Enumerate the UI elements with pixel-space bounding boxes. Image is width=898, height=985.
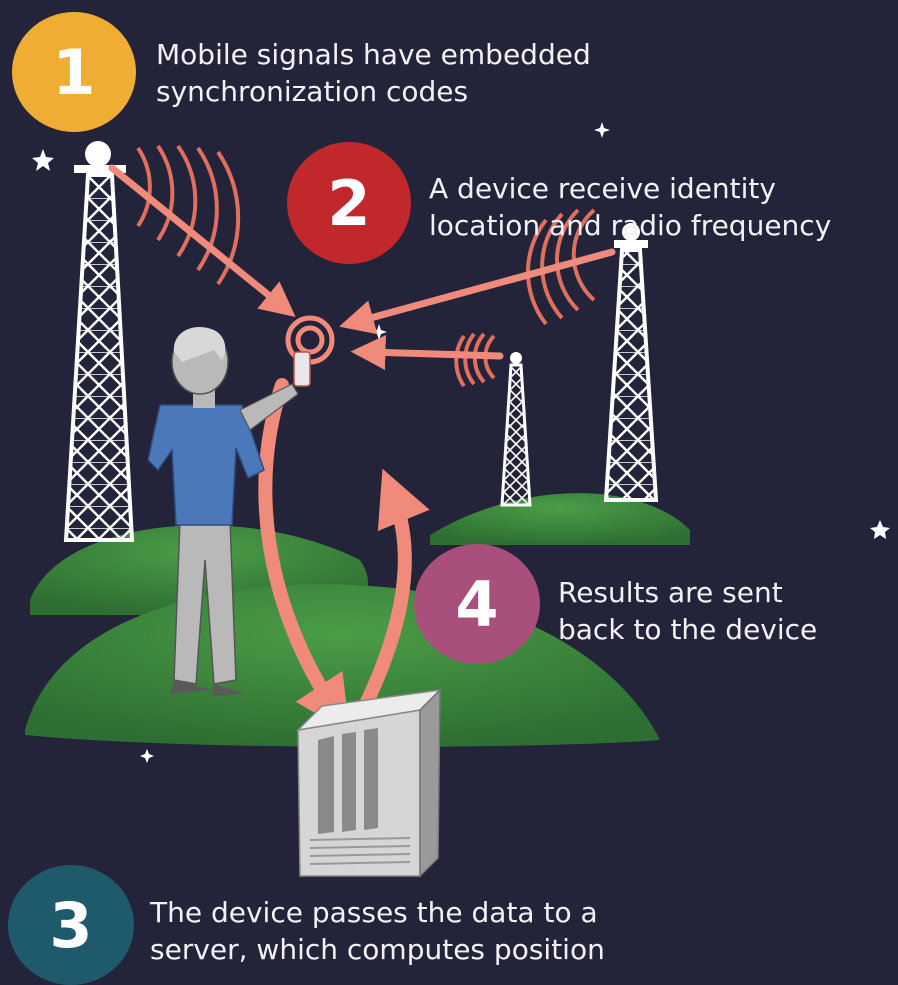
step-3-caption: The device passes the data to a server, …	[150, 894, 605, 968]
tower-right	[603, 223, 659, 502]
step-3-badge: 3	[8, 865, 134, 985]
hill-right	[430, 493, 690, 545]
data-flow-arrows	[258, 378, 430, 735]
step-4-caption: Results are sent back to the device	[558, 574, 817, 648]
step-4-line-1: Results are sent	[558, 576, 783, 609]
signal-waves	[136, 144, 596, 388]
sparkle-icon	[371, 324, 387, 340]
step-1-caption: Mobile signals have embedded synchroniza…	[156, 36, 591, 110]
sparkle-icon	[140, 749, 154, 763]
step-2-line-1: A device receive identity	[429, 172, 776, 205]
phone-icon	[293, 351, 311, 387]
step-4-line-2: back to the device	[558, 613, 818, 646]
step-3-line-2: server, which computes position	[150, 933, 605, 966]
tower-left	[63, 141, 135, 542]
step-4-badge: 4	[414, 544, 540, 664]
step-1-line-2: synchronization codes	[156, 75, 469, 108]
person	[147, 326, 311, 696]
star-icon	[32, 149, 54, 171]
signal-arrows	[108, 164, 616, 371]
step-2-line-2: location and radio frequency	[429, 209, 832, 242]
step-3-line-1: The device passes the data to a	[150, 896, 598, 929]
step-2-badge: 2	[287, 142, 411, 264]
tower-small	[500, 352, 532, 507]
step-1-badge: 1	[12, 12, 136, 132]
star-icon	[870, 520, 890, 539]
step-1-line-1: Mobile signals have embedded	[156, 38, 591, 71]
star-icons	[32, 122, 890, 763]
step-2-caption: A device receive identity location and r…	[429, 170, 831, 244]
sparkle-icon	[594, 122, 610, 138]
server-icon	[295, 688, 443, 878]
